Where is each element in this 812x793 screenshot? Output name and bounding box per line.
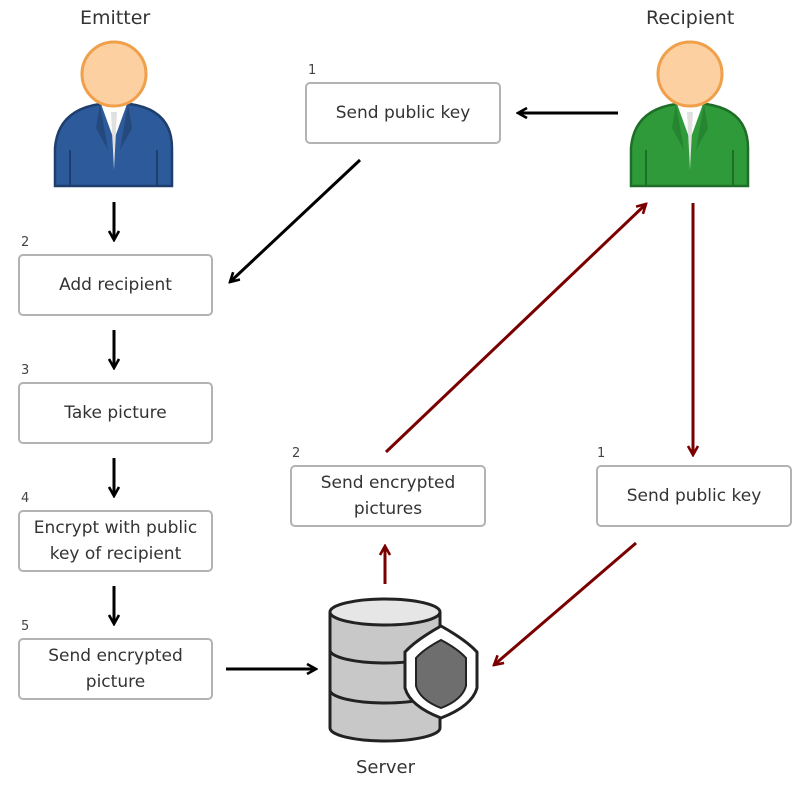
step-box-send-public-key-right: Send public key <box>596 465 792 527</box>
step-number: 1 <box>597 446 606 461</box>
server-database-icon <box>328 597 479 743</box>
step-label: Send encrypted picture <box>48 645 183 692</box>
step-number: 2 <box>292 446 301 461</box>
step-number: 4 <box>21 491 30 506</box>
emitter-person-icon <box>53 40 174 188</box>
shield-icon <box>403 624 479 720</box>
step-number: 2 <box>21 235 30 250</box>
arrow-send-encrypted-pictures-to-recipient <box>384 204 646 454</box>
step-label: Take picture <box>64 402 167 423</box>
step-label: Add recipient <box>59 274 172 295</box>
recipient-label: Recipient <box>646 7 735 29</box>
step-box-send-public-key-top: Send public key <box>305 82 501 144</box>
step-label: Send public key <box>335 102 471 123</box>
arrow-send-key-to-add-recipient <box>230 158 362 282</box>
step-number: 5 <box>21 619 30 634</box>
recipient-person-icon <box>629 40 750 188</box>
step-box-send-encrypted-pictures: Send encrypted pictures <box>290 465 486 527</box>
step-number: 1 <box>308 63 317 78</box>
step-box-add-recipient: Add recipient <box>18 254 213 316</box>
step-label: Send encrypted pictures <box>320 472 456 519</box>
step-box-take-picture: Take picture <box>18 382 213 444</box>
step-number: 3 <box>21 363 30 378</box>
step-box-send-encrypted-picture: Send encrypted picture <box>18 638 213 700</box>
step-label: Encrypt with public key of recipient <box>33 517 198 564</box>
arrow-send-key-right-to-server <box>494 541 637 665</box>
step-label: Send public key <box>626 485 762 506</box>
server-label: Server <box>356 757 416 778</box>
step-box-encrypt: Encrypt with public key of recipient <box>18 510 213 572</box>
emitter-label: Emitter <box>80 7 151 29</box>
